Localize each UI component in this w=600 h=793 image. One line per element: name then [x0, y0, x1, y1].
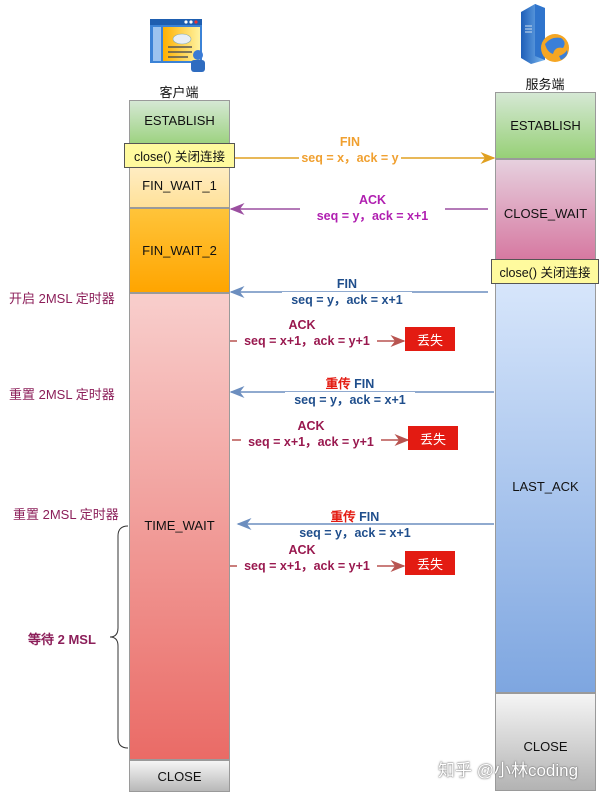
server-label: 服务端 — [525, 77, 565, 92]
msg-fin-retransmit-1: 重传 FIN seq = y，ack = x+1 — [285, 376, 415, 408]
msg-ack-2: ACK seq = x+1，ack = y+1 — [237, 317, 377, 349]
timer-reset-note-2: 重置 2MSL 定时器 — [13, 507, 119, 522]
retransmit-label: 重传 — [325, 377, 351, 391]
msg-fin-2: FIN seq = y，ack = x+1 — [282, 276, 412, 308]
server-state-last-ack: LAST_ACK — [495, 267, 596, 693]
lost-badge-3: 丢失 — [405, 551, 455, 575]
server-state-close: CLOSE — [495, 693, 596, 791]
server-state-close-wait: CLOSE_WAIT — [495, 159, 596, 267]
retransmit-label: 重传 — [330, 510, 356, 524]
wait-2msl-note: 等待 2 MSL — [28, 632, 96, 647]
client-state-time-wait: TIME_WAIT — [129, 293, 230, 760]
msg-fin-1: FIN seq = x，ack = y — [299, 135, 401, 166]
server-close-note: close() 关闭连接 — [491, 259, 599, 284]
client-state-close: CLOSE — [129, 760, 230, 792]
msg-fin-retransmit-2: 重传 FIN seq = y，ack = x+1 — [290, 509, 420, 541]
timer-reset-note-1: 重置 2MSL 定时器 — [9, 387, 115, 402]
client-state-fin-wait-2: FIN_WAIT_2 — [129, 208, 230, 293]
msg-ack-1: ACK seq = y，ack = x+1 — [300, 192, 445, 224]
lost-badge-1: 丢失 — [405, 327, 455, 351]
client-close-note: close() 关闭连接 — [124, 143, 235, 168]
server-state-establish: ESTABLISH — [495, 92, 596, 159]
lost-badge-2: 丢失 — [408, 426, 458, 450]
client-computer-icon — [148, 17, 210, 75]
server-globe-icon — [515, 2, 575, 66]
timer-start-note: 开启 2MSL 定时器 — [9, 291, 115, 306]
client-state-establish: ESTABLISH — [129, 100, 230, 149]
watermark: 知乎 @小林coding — [438, 761, 579, 780]
client-label: 客户端 — [159, 85, 199, 100]
msg-ack-3: ACK seq = x+1，ack = y+1 — [241, 418, 381, 450]
msg-ack-4: ACK seq = x+1，ack = y+1 — [237, 542, 377, 574]
